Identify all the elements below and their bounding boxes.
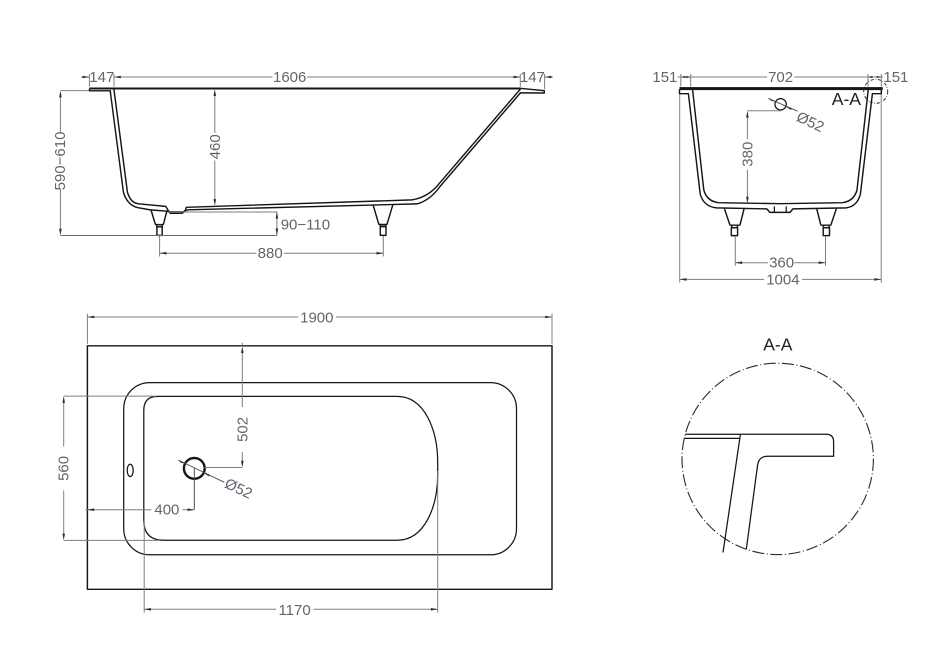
svg-text:90−110: 90−110 xyxy=(281,217,330,234)
svg-text:1606: 1606 xyxy=(273,69,306,86)
svg-text:380: 380 xyxy=(739,142,756,167)
svg-text:360: 360 xyxy=(769,255,794,272)
svg-text:A-A: A-A xyxy=(832,89,862,109)
svg-text:151: 151 xyxy=(652,69,677,86)
svg-text:151: 151 xyxy=(883,69,908,86)
svg-text:880: 880 xyxy=(258,245,283,262)
svg-text:400: 400 xyxy=(154,502,179,519)
svg-text:1170: 1170 xyxy=(278,602,310,619)
svg-text:502: 502 xyxy=(234,417,251,442)
svg-text:147: 147 xyxy=(89,69,114,86)
svg-text:1004: 1004 xyxy=(766,271,799,288)
svg-text:A-A: A-A xyxy=(763,335,793,355)
svg-text:590−610: 590−610 xyxy=(52,132,69,191)
svg-text:560: 560 xyxy=(55,456,72,481)
svg-text:1900: 1900 xyxy=(300,309,333,326)
svg-text:702: 702 xyxy=(768,69,793,86)
svg-text:460: 460 xyxy=(207,134,224,159)
svg-text:147: 147 xyxy=(520,69,545,86)
